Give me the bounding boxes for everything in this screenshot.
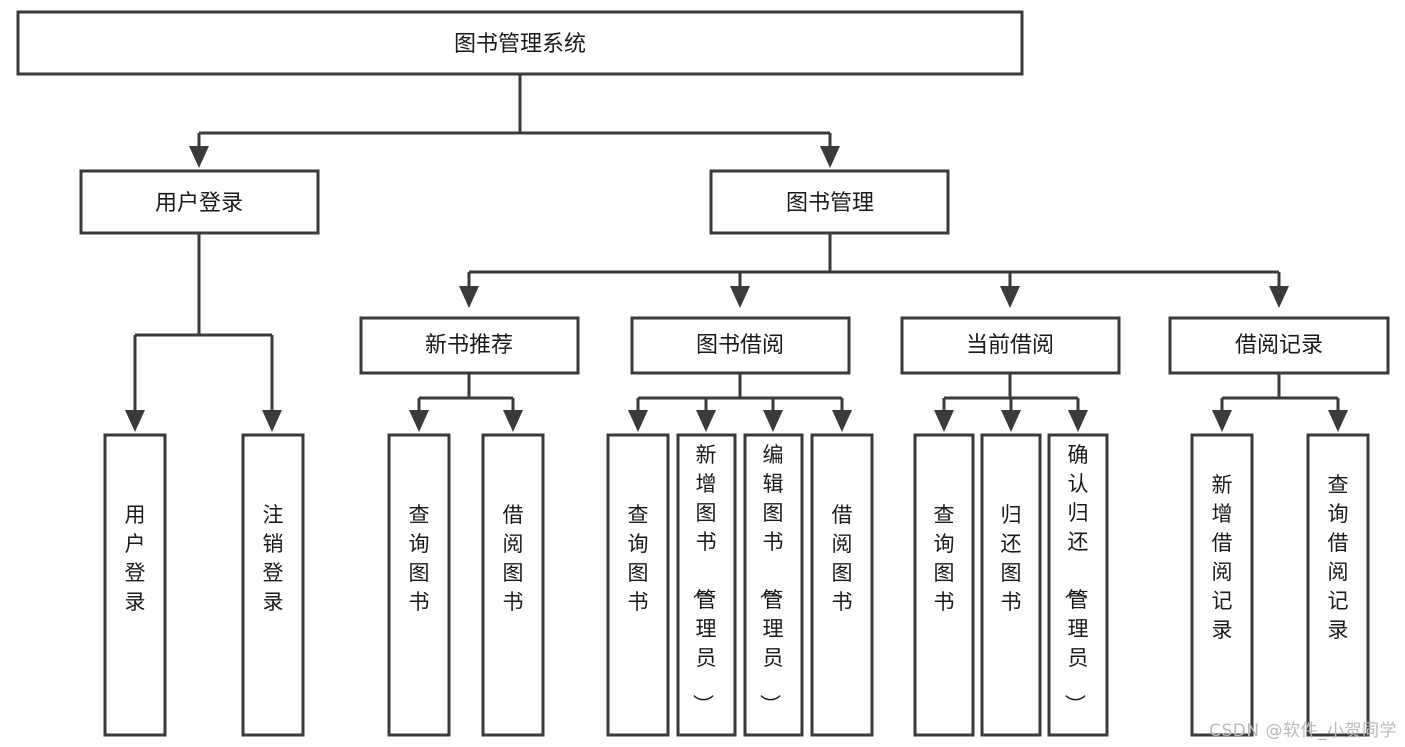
node-leaf-add-book[interactable]: 新增图书（管理员）: [676, 433, 737, 737]
connector-book-manage-to-level3: [459, 233, 1289, 308]
node-leaf-add-record[interactable]: 新增借阅记录: [1190, 433, 1254, 737]
node-leaf-query-book-3-label: 查询图书: [934, 503, 955, 614]
node-leaf-query-record-label: 查询借阅记录: [1328, 473, 1349, 642]
node-leaf-return-book[interactable]: 归还图书: [980, 433, 1042, 737]
node-current-borrow-label: 当前借阅: [966, 333, 1054, 358]
csdn-watermark: CSDN @软件_小贺同学: [1209, 721, 1397, 741]
node-leaf-add-book-label: 新增图书（管理员）: [691, 443, 717, 715]
node-leaf-query-book-1-label: 查询图书: [409, 503, 430, 614]
node-leaf-confirm-return[interactable]: 确认归还（管理员）: [1047, 433, 1109, 737]
node-leaf-borrow-book-2-label: 借阅图书: [832, 503, 853, 614]
node-book-manage[interactable]: 图书管理: [709, 169, 950, 235]
connector-current-borrow-to-leaves: [934, 373, 1088, 432]
node-leaf-user-login-label: 用户登录: [125, 503, 146, 614]
node-leaf-user-login[interactable]: 用户登录: [103, 433, 167, 737]
connector-borrow-record-to-leaves: [1212, 373, 1348, 432]
node-new-book-recommend-label: 新书推荐: [425, 333, 513, 358]
connector-book-borrow-to-leaves: [628, 373, 852, 432]
node-leaf-edit-book[interactable]: 编辑图书（管理员）: [743, 433, 804, 737]
node-user-login-label: 用户登录: [155, 191, 243, 216]
node-borrow-record[interactable]: 借阅记录: [1168, 316, 1390, 375]
node-user-login[interactable]: 用户登录: [79, 169, 320, 235]
node-leaf-query-book-1[interactable]: 查询图书: [387, 433, 451, 737]
node-leaf-logout[interactable]: 注销登录: [241, 433, 305, 737]
node-root-label: 图书管理系统: [454, 32, 586, 57]
node-leaf-query-book-2-label: 查询图书: [628, 503, 649, 614]
node-leaf-edit-book-label: 编辑图书（管理员）: [758, 443, 784, 715]
node-leaf-borrow-book-1[interactable]: 借阅图书: [481, 433, 545, 737]
node-leaf-query-book-3[interactable]: 查询图书: [913, 433, 975, 737]
node-new-book-recommend[interactable]: 新书推荐: [359, 316, 580, 375]
node-borrow-record-label: 借阅记录: [1235, 333, 1323, 358]
node-leaf-return-book-label: 归还图书: [1001, 503, 1022, 614]
node-leaf-query-book-2[interactable]: 查询图书: [606, 433, 670, 737]
node-book-manage-label: 图书管理: [786, 191, 874, 216]
node-leaf-borrow-book-2[interactable]: 借阅图书: [810, 433, 874, 737]
node-leaf-query-record[interactable]: 查询借阅记录: [1306, 433, 1370, 737]
connector-user-login-to-leaves: [125, 233, 282, 432]
node-book-borrow[interactable]: 图书借阅: [630, 316, 851, 375]
node-leaf-logout-label: 注销登录: [263, 503, 284, 614]
node-root[interactable]: 图书管理系统: [16, 10, 1024, 76]
connector-new-book-rec-to-leaves: [409, 373, 523, 432]
connector-root-to-level2: [189, 74, 840, 168]
node-leaf-add-record-label: 新增借阅记录: [1212, 473, 1233, 642]
node-book-borrow-label: 图书借阅: [696, 333, 784, 358]
node-leaf-confirm-return-label: 确认归还（管理员）: [1063, 443, 1089, 715]
node-current-borrow[interactable]: 当前借阅: [900, 316, 1121, 375]
node-leaf-borrow-book-1-label: 借阅图书: [503, 503, 524, 614]
